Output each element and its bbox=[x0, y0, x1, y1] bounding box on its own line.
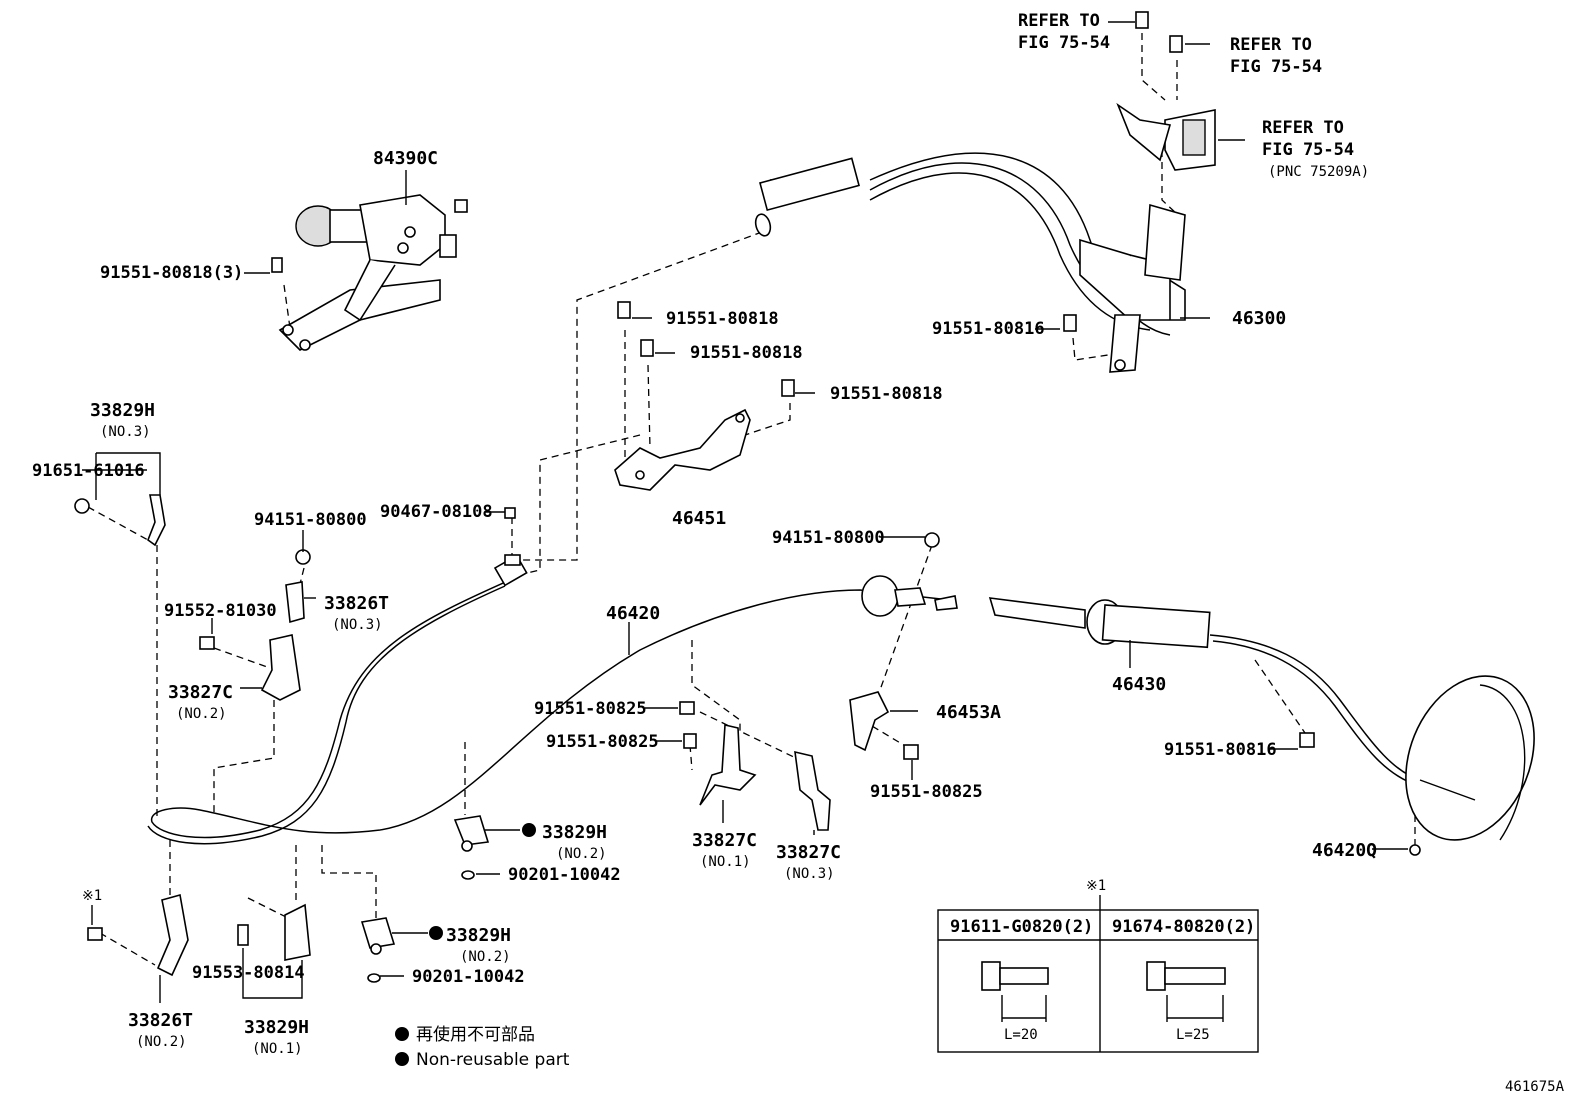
label-33827C-no3: 33827C bbox=[776, 842, 841, 863]
label-33829H-mid: 33829H bbox=[542, 822, 607, 843]
label-90201-10042-b: 90201-10042 bbox=[412, 967, 525, 987]
label-90201-10042-a: 90201-10042 bbox=[508, 865, 621, 885]
refer-label-top-right-2: FIG 75-54 bbox=[1230, 57, 1322, 77]
label-33826T-top: 33826T bbox=[324, 593, 389, 614]
cable-46430-routing bbox=[1209, 634, 1421, 787]
table-col1-header: 91611-G0820(2) bbox=[950, 917, 1093, 937]
label-91551-80818-c: 91551-80818 bbox=[830, 384, 943, 404]
label-33829H-bottom-no: (NO.1) bbox=[252, 1041, 303, 1057]
note-mark-left: ※1 bbox=[82, 888, 102, 904]
label-33827C-left: 33827C bbox=[168, 682, 233, 703]
label-33829H-low: 33829H bbox=[446, 925, 511, 946]
part-33826T-no2[interactable] bbox=[156, 893, 189, 977]
legend-en-text: Non-reusable part bbox=[416, 1050, 570, 1070]
bolt-markers bbox=[74, 11, 1421, 983]
label-33827C-left-no: (NO.2) bbox=[176, 706, 227, 722]
refer-label-bracket-2: FIG 75-54 bbox=[1262, 140, 1354, 160]
nonreusable-dot-b bbox=[429, 926, 443, 940]
label-33829H-low-no: (NO.2) bbox=[460, 949, 511, 965]
label-46451: 46451 bbox=[672, 508, 726, 529]
part-46420Q-drum[interactable] bbox=[1383, 657, 1558, 860]
label-91552-81030: 91552-81030 bbox=[164, 601, 277, 621]
cable-46420-routing bbox=[147, 579, 951, 845]
table-col1-length: L=20 bbox=[1004, 1027, 1038, 1043]
label-91553-80814: 91553-80814 bbox=[192, 963, 305, 983]
label-91551-80818-a: 91551-80818 bbox=[666, 309, 779, 329]
figure-id: 461675A bbox=[1505, 1079, 1565, 1095]
part-46300-assembly[interactable] bbox=[1079, 203, 1186, 373]
label-91551-80818-b: 91551-80818 bbox=[690, 343, 803, 363]
label-90467-08108: 90467-08108 bbox=[380, 502, 493, 522]
refer-label-top-right-1: REFER TO bbox=[1230, 35, 1312, 55]
label-94151-80800-left: 94151-80800 bbox=[254, 510, 367, 530]
label-91551-80816-bottom: 91551-80816 bbox=[1164, 740, 1277, 760]
part-33827C-no2[interactable] bbox=[260, 634, 301, 701]
part-33829H-no2-clamp-a[interactable] bbox=[453, 815, 490, 852]
legend-jp-text: 再使用不可部品 bbox=[416, 1024, 535, 1045]
refer-label-bracket-1: REFER TO bbox=[1262, 118, 1344, 138]
label-91551-80825-b: 91551-80825 bbox=[546, 732, 659, 752]
refer-label-top-left-1: REFER TO bbox=[1018, 11, 1100, 31]
label-33827C-no1: 33827C bbox=[692, 830, 757, 851]
nonreusable-dot-a bbox=[522, 823, 536, 837]
part-33829H-no3-clip[interactable] bbox=[147, 494, 166, 547]
note-mark-table: ※1 bbox=[1086, 878, 1106, 894]
legend-dot-en bbox=[395, 1052, 409, 1066]
label-33827C-no1-no: (NO.1) bbox=[700, 854, 751, 870]
label-91551-80816-top: 91551-80816 bbox=[932, 319, 1045, 339]
label-33829H-mid-no: (NO.2) bbox=[556, 846, 607, 862]
label-33829H-top: 33829H bbox=[90, 400, 155, 421]
part-grommet-46420 bbox=[861, 575, 958, 617]
label-46430: 46430 bbox=[1112, 674, 1166, 695]
part-33826T-no3[interactable] bbox=[285, 581, 305, 624]
label-94151-80800-right: 94151-80800 bbox=[772, 528, 885, 548]
part-46420-cable-end bbox=[754, 157, 860, 237]
part-46453A-bracket[interactable] bbox=[849, 691, 890, 752]
label-46420Q: 46420Q bbox=[1312, 840, 1377, 861]
label-33826T-top-no: (NO.3) bbox=[332, 617, 383, 633]
table-col2-header: 91674-80820(2) bbox=[1112, 917, 1255, 937]
part-refer-bracket bbox=[1116, 102, 1216, 171]
table-col2-length: L=25 bbox=[1176, 1027, 1210, 1043]
label-46420: 46420 bbox=[606, 603, 660, 624]
label-91551-80825-c: 91551-80825 bbox=[870, 782, 983, 802]
legend-dot-jp bbox=[395, 1027, 409, 1041]
label-46300: 46300 bbox=[1232, 308, 1286, 329]
label-33826T-bottom: 33826T bbox=[128, 1010, 193, 1031]
label-33827C-no3-no: (NO.3) bbox=[784, 866, 835, 882]
part-33827C-no1[interactable] bbox=[699, 724, 757, 806]
part-33827C-no3[interactable] bbox=[794, 750, 831, 831]
label-33826T-bottom-no: (NO.2) bbox=[136, 1034, 187, 1050]
refer-label-bracket-3: (PNC 75209A) bbox=[1268, 164, 1369, 180]
bolt-spec-table bbox=[937, 895, 1259, 1053]
part-46451-bracket[interactable] bbox=[614, 408, 751, 491]
label-46453A: 46453A bbox=[936, 702, 1001, 723]
part-cable-clip-top bbox=[493, 554, 528, 587]
label-91551-80825-a: 91551-80825 bbox=[534, 699, 647, 719]
label-91651-61016: 91651-61016 bbox=[32, 461, 145, 481]
part-84390C-lever[interactable] bbox=[278, 194, 468, 351]
leader-lines bbox=[82, 21, 1408, 1003]
label-33829H-bottom: 33829H bbox=[244, 1017, 309, 1038]
label-33829H-top-no: (NO.3) bbox=[100, 424, 151, 440]
refer-label-top-left-2: FIG 75-54 bbox=[1018, 33, 1110, 53]
label-84390C: 84390C bbox=[373, 148, 438, 169]
label-91551-80818-3: 91551-80818(3) bbox=[100, 263, 243, 283]
part-46430-cable-end[interactable] bbox=[988, 597, 1211, 649]
part-33829H-no2-clamp-b[interactable] bbox=[360, 917, 396, 955]
part-33829H-no1[interactable] bbox=[284, 903, 311, 961]
